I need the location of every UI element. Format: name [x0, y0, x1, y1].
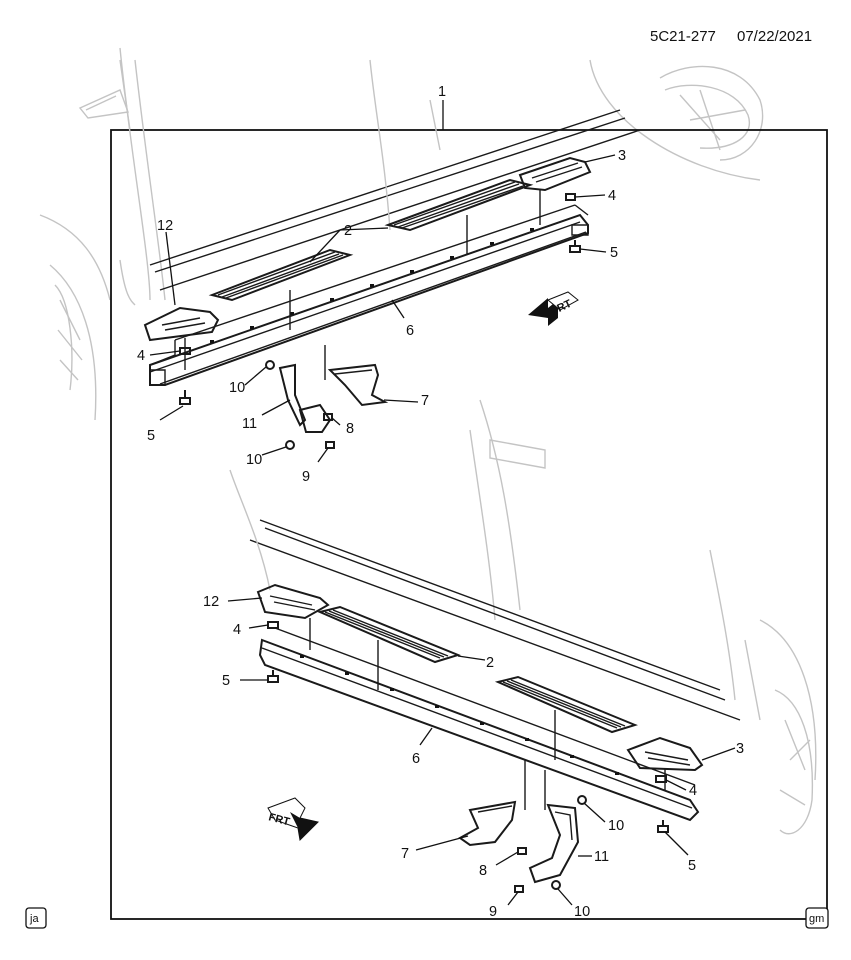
- callout-1: 1: [438, 84, 446, 100]
- lower-bolt-9: [514, 885, 524, 893]
- lower-callout-12: 12: [203, 594, 219, 610]
- vehicle-outline-background: [39, 59, 817, 835]
- upper-bracket-11: [278, 363, 307, 427]
- lower-step-rail: [258, 638, 700, 822]
- upper-callout-10-a: 10: [229, 380, 245, 396]
- vehicle-body-lower: [229, 399, 741, 721]
- assembly-frame: [110, 129, 828, 920]
- upper-nut-4-rear: [179, 347, 191, 355]
- lower-callout-4-front: 4: [689, 783, 697, 799]
- lower-step-pad-left: [316, 605, 461, 664]
- lower-bolt-10-a: [577, 795, 587, 805]
- lower-callout-5-rear: 5: [222, 673, 230, 689]
- upper-bolt-5-rear: [179, 397, 191, 405]
- upper-step-rail: [149, 213, 589, 386]
- lower-running-board-assembly: [256, 583, 704, 822]
- upper-callout-2: 2: [344, 223, 352, 239]
- lower-bracket-11: [528, 803, 580, 884]
- diagram-id: 5C21-277: [650, 28, 716, 45]
- lower-callout-3: 3: [736, 741, 744, 757]
- badge-ja-text: ja: [29, 913, 39, 925]
- lower-end-cap-front: [626, 736, 704, 772]
- vehicle-body-upper: [119, 47, 641, 306]
- lower-frt-label: FRT: [267, 811, 291, 828]
- upper-callout-4-rear: 4: [137, 348, 145, 364]
- lower-callout-6: 6: [412, 751, 420, 767]
- lower-callout-5-front: 5: [688, 858, 696, 874]
- lower-bolt-5-rear: [267, 675, 279, 683]
- upper-callout-8: 8: [346, 421, 354, 437]
- lower-callout-11: 11: [594, 849, 609, 865]
- lower-callout-4-rear: 4: [233, 622, 241, 638]
- lower-callout-10-a: 10: [608, 818, 624, 834]
- lower-callouts: 12 4 5 2 3 4 5 6 7 8 9 10 11 10: [203, 594, 744, 920]
- lower-callout-2: 2: [486, 655, 494, 671]
- badge-ja: ja: [25, 907, 47, 929]
- upper-callout-4-front: 4: [608, 188, 616, 204]
- lower-nut-4-rear: [267, 621, 279, 629]
- lower-nut-8: [517, 847, 527, 855]
- lower-bolt-5-front: [657, 825, 669, 833]
- lower-callout-9: 9: [489, 904, 497, 920]
- lower-callout-10-b: 10: [574, 904, 590, 920]
- upper-bracket-plate: [298, 403, 332, 433]
- lower-step-pad-right: [494, 675, 638, 734]
- upper-hardware: [179, 193, 581, 450]
- lower-front-direction-arrow: FRT: [267, 797, 319, 842]
- upper-bracket-7: [327, 363, 389, 407]
- upper-bolt-9: [325, 441, 335, 449]
- upper-callout-6: 6: [406, 323, 414, 339]
- lower-callout-8: 8: [479, 863, 487, 879]
- upper-callout-10-b: 10: [246, 452, 262, 468]
- lower-nut-4-front: [655, 775, 667, 783]
- upper-callout-11: 11: [242, 416, 257, 432]
- upper-callout-12: 12: [157, 218, 173, 234]
- lower-end-cap-rear: [256, 583, 330, 620]
- upper-callouts: 2 3 4 5 6 12 4 5 10 11 10 7 8 9: [137, 148, 626, 485]
- upper-bolt-5-front: [569, 245, 581, 253]
- upper-end-cap-front: [518, 156, 592, 192]
- lower-bracket-7: [458, 800, 517, 847]
- upper-running-board-assembly: [143, 156, 592, 386]
- badge-gm-text: gm: [809, 913, 824, 925]
- lower-callout-7: 7: [401, 846, 409, 862]
- upper-nut-4-front: [565, 193, 576, 201]
- upper-bolt-10-b: [285, 440, 295, 450]
- upper-front-direction-arrow: FRT: [528, 291, 579, 326]
- upper-callout-9: 9: [302, 469, 310, 485]
- upper-nut-8: [323, 413, 333, 421]
- diagram-date: 07/22/2021: [737, 28, 812, 45]
- upper-callout-5-front: 5: [610, 245, 618, 261]
- upper-step-pad-left: [208, 248, 354, 302]
- upper-callout-3: 3: [618, 148, 626, 164]
- badge-gm: gm: [805, 907, 829, 929]
- upper-callout-7: 7: [421, 393, 429, 409]
- upper-callout-5-rear: 5: [147, 428, 155, 444]
- lower-bolt-10-b: [551, 880, 561, 890]
- upper-end-cap-rear: [143, 306, 220, 342]
- upper-bolt-10-a: [265, 360, 275, 370]
